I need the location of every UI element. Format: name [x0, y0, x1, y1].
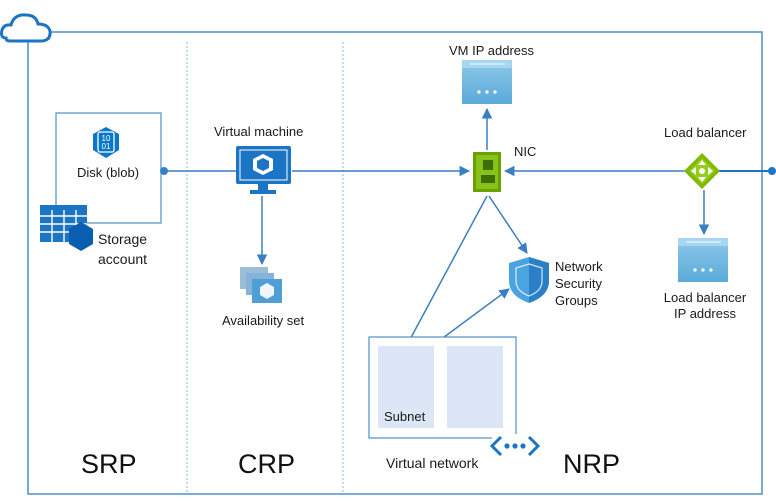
- virtual-machine-label: Virtual machine: [214, 124, 304, 139]
- virtual-network-label: Virtual network: [386, 455, 479, 471]
- zone-label-nrp: NRP: [563, 449, 621, 479]
- cloud-icon: [0, 13, 52, 43]
- storage-account-icon: [40, 205, 93, 251]
- nsg-label-line2: Security: [555, 276, 602, 291]
- subnet-box-1: [378, 346, 434, 428]
- virtual-network-icon: [489, 434, 541, 457]
- nic-label: NIC: [514, 144, 537, 159]
- disk-icon-text-1: 10: [102, 134, 111, 143]
- subnet-box-2: [447, 346, 503, 428]
- disk-icon-text-2: 01: [102, 142, 111, 151]
- lb-ip-address-icon: [678, 238, 728, 282]
- load-balancer-icon: [684, 153, 720, 189]
- virtual-machine-icon: [236, 146, 291, 194]
- vm-ip-address-label: VM IP address: [449, 43, 535, 58]
- load-balancer-label: Load balancer: [664, 125, 747, 140]
- storage-account-label-line1: Storage: [98, 231, 148, 247]
- storage-account-label-line2: account: [98, 251, 148, 267]
- network-security-group-icon: [509, 257, 549, 303]
- nsg-label-line1: Network: [555, 259, 603, 274]
- nsg-label-line3: Groups: [555, 293, 598, 308]
- lb-ip-label-line2: IP address: [674, 306, 736, 321]
- zone-label-crp: CRP: [238, 449, 296, 479]
- disk-icon: [93, 127, 119, 158]
- availability-set-icon: [240, 267, 282, 303]
- outer-frame: [27, 31, 763, 495]
- disk-label: Disk (blob): [76, 165, 140, 180]
- connector-nic-subnet: [406, 195, 488, 346]
- subnet-label: Subnet: [384, 409, 426, 424]
- nic-icon: [470, 152, 501, 192]
- availability-set-label: Availability set: [222, 313, 305, 328]
- zone-label-srp: SRP: [81, 449, 137, 479]
- vm-ip-address-icon: [462, 60, 512, 104]
- connector-nic-nsg: [488, 195, 528, 254]
- lb-ip-label-line1: Load balancer: [663, 290, 747, 305]
